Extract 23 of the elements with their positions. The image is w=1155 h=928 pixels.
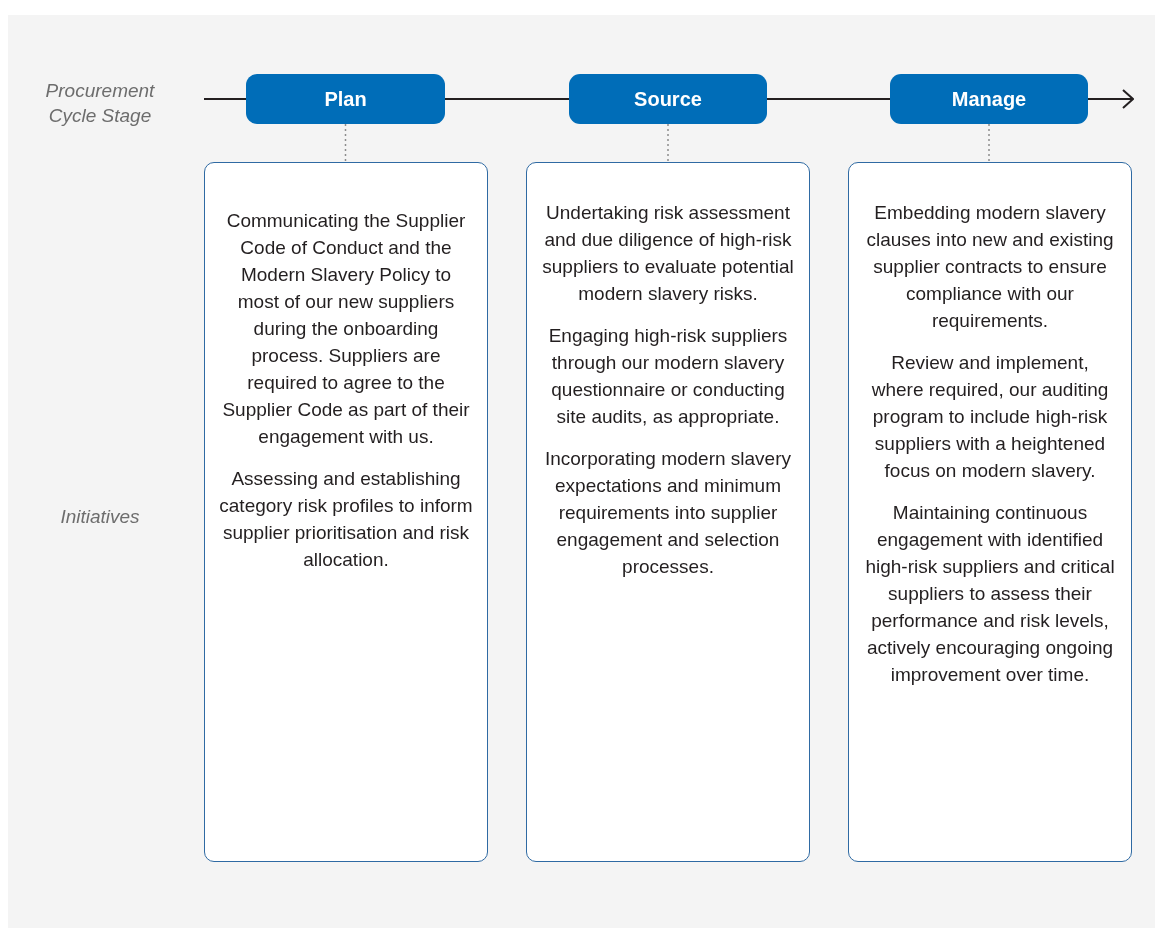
- initiative-text: Incorporating modern slavery expectations and minimum requirements into supplier engagement and selection processes.: [543, 447, 793, 579]
- initiative-text: Maintaining continuous engagement with identified high-risk suppliers and critical suppliers to assess their performance and risk levels, actively encouraging ongoing improvement over time.: [864, 501, 1116, 687]
- initiative-text: Review and implement, where required, our auditing program to include high-risk suppliers with a heightened focus on modern slavery.: [870, 351, 1110, 483]
- initiative-card: [848, 162, 1132, 862]
- row-label: Procurement Cycle Stage: [44, 79, 156, 128]
- initiative-text: Engaging high-risk suppliers through our modern slavery questionnaire or conducting site audits, as appropriate.: [547, 324, 789, 429]
- initiative-text: Undertaking risk assessment and due diligence of high-risk suppliers to evaluate potential modern slavery risks.: [541, 201, 795, 306]
- dotted-connector: [988, 123, 990, 163]
- stage-box: Source: [569, 74, 767, 124]
- stage-box: Manage: [890, 74, 1088, 124]
- dotted-connector: [667, 123, 669, 163]
- row-label: Initiatives: [59, 505, 141, 529]
- initiative-text: Communicating the Supplier Code of Conduct and the Modern Slavery Policy to most of our new suppliers during the onboarding process. Suppliers are required to agree to the Supplier Code as part of their engagement with us.: [221, 209, 471, 449]
- timeline-line: [1087, 89, 1134, 109]
- initiative-text: Assessing and establishing category risk profiles to inform supplier prioritisation and risk allocation.: [219, 467, 473, 572]
- initiative-text: Embedding modern slavery clauses into new and existing supplier contracts to ensure compliance with our requirements.: [865, 201, 1115, 333]
- initiative-card: [204, 162, 488, 862]
- stage-box: Plan: [246, 74, 445, 124]
- initiative-card: [526, 162, 810, 862]
- timeline-line: [766, 98, 891, 100]
- timeline-line: [203, 98, 247, 100]
- dotted-connector: [344, 123, 347, 163]
- timeline-line: [444, 98, 570, 100]
